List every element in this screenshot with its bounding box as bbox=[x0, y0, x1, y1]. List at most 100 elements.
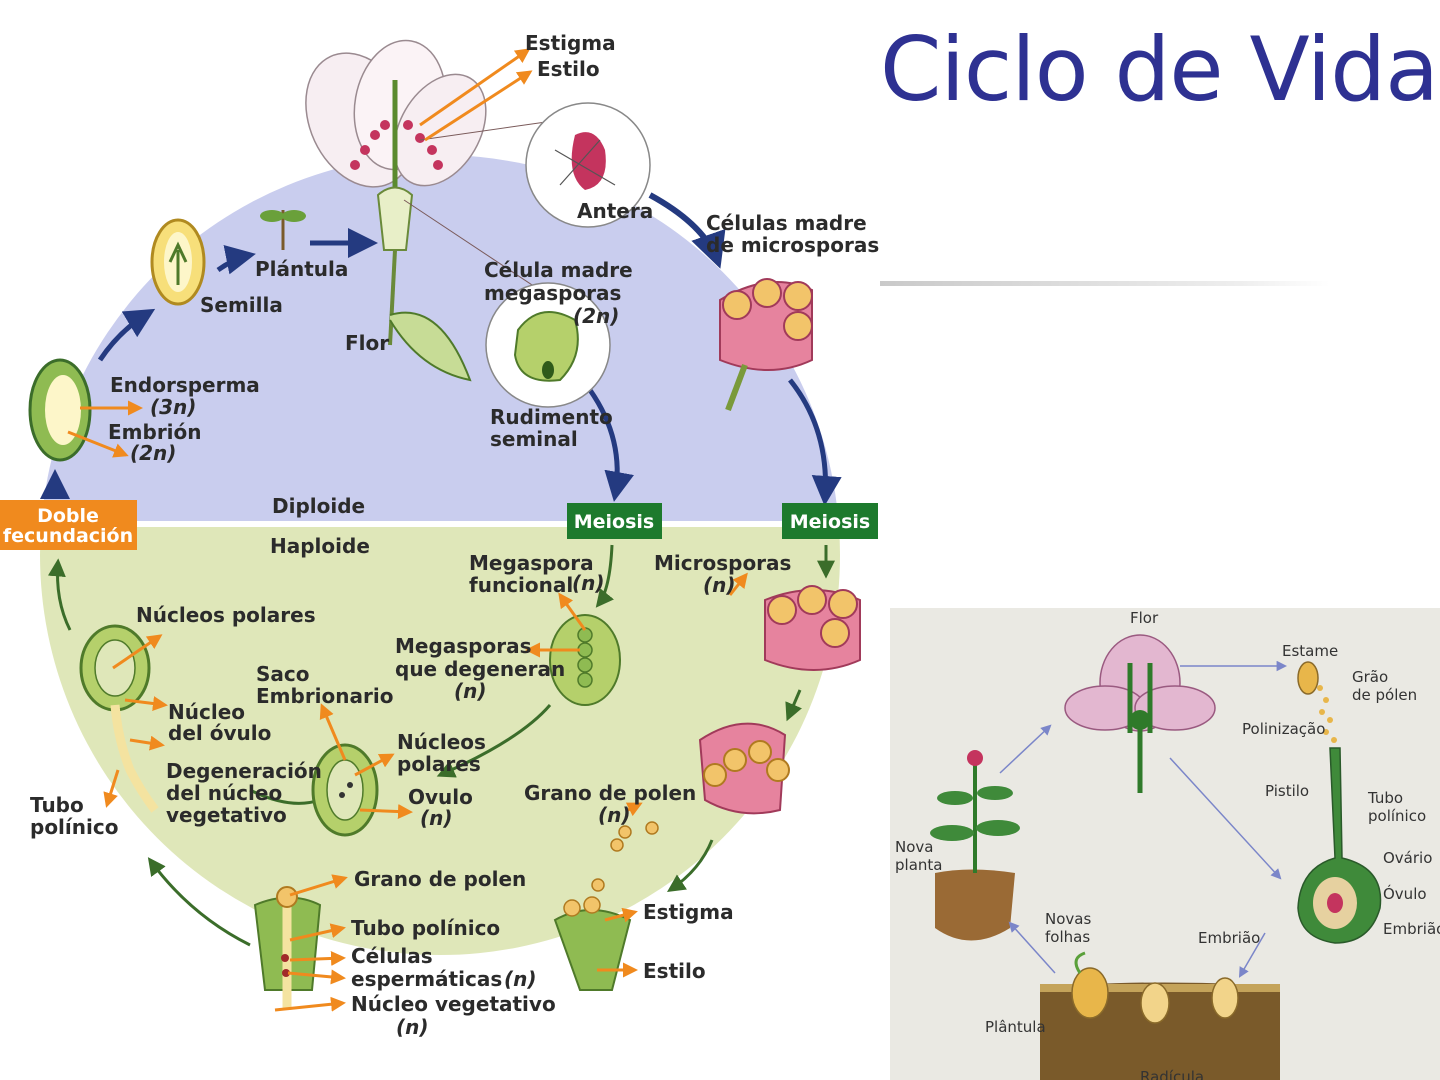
inset-label-novas-folhas-1: Novas bbox=[1045, 910, 1091, 928]
inset-label-nova-planta-1: Nova bbox=[895, 838, 933, 856]
page-title: Ciclo de Vida bbox=[880, 18, 1439, 121]
label-celula-madre-mega-3: (2n) bbox=[573, 304, 619, 328]
cycle-arrow-seed-to-plantula bbox=[216, 245, 256, 275]
label-plantula: Plántula bbox=[255, 257, 348, 281]
diploid-label: Diploide bbox=[272, 494, 365, 518]
label-celulas-madre-1: Células madre bbox=[706, 211, 867, 235]
label-degeneracion-2: del núcleo bbox=[166, 781, 282, 805]
label-megasporas-degeneran-n: (n) bbox=[454, 679, 487, 703]
inset-seeds-illustration bbox=[1071, 951, 1239, 1024]
haploid-arrow-to-stigma bbox=[667, 839, 714, 892]
inset-label-pistilo: Pistilo bbox=[1265, 782, 1309, 800]
label-rudimento-2: seminal bbox=[490, 427, 578, 451]
inset-label-flor: Flor bbox=[1130, 609, 1159, 627]
inset-label-embriao-right: Embrião bbox=[1383, 920, 1440, 938]
pollen-tube-illustration bbox=[253, 886, 322, 1010]
label-nucleo-ovulo-1: Núcleo bbox=[168, 700, 245, 724]
label-degeneracion-3: vegetativo bbox=[166, 803, 287, 827]
label-endosperma-n: (3n) bbox=[150, 395, 196, 419]
cycle-arrow-to-meiosis-right bbox=[788, 378, 842, 506]
inset-arrows bbox=[999, 660, 1288, 978]
label-celulas-madre-2: de microsporas bbox=[706, 233, 879, 257]
inset-life-cycle-diagram: Flor Estame Grão de pólen Polinização Pi… bbox=[890, 608, 1440, 1080]
haploid-label: Haploide bbox=[270, 534, 370, 558]
label-megasporas-degeneran-1: Megasporas bbox=[395, 634, 532, 658]
label-celulas-esp-1: Células bbox=[351, 944, 433, 968]
title-divider bbox=[880, 281, 1330, 286]
haploid-arrow-to-fertilization bbox=[47, 558, 72, 631]
endosperm-illustration bbox=[28, 358, 92, 462]
label-grano-polen-right: Grano de polen bbox=[524, 781, 696, 805]
inset-label-embriao-mid: Embrião bbox=[1198, 929, 1260, 947]
cycle-arrow-endosperm-to-seed bbox=[97, 308, 156, 362]
haploid-arrow-to-pollen bbox=[785, 689, 802, 722]
cycle-arrow-flower-to-anther bbox=[648, 192, 726, 269]
label-nucleo-vegetativo: Núcleo vegetativo bbox=[351, 992, 556, 1016]
label-tubo-polinico-2: polínico bbox=[30, 815, 118, 839]
label-celulas-esp-n: (n) bbox=[504, 967, 537, 991]
label-ovulo: Ovulo bbox=[408, 785, 473, 809]
ovule-illustration bbox=[485, 282, 611, 408]
fertilization-badge bbox=[0, 500, 137, 550]
label-nucleos-polares-top: Núcleos polares bbox=[136, 603, 316, 627]
haploid-arrow-megaspore bbox=[595, 544, 615, 608]
label-endosperma: Endorsperma bbox=[110, 373, 260, 397]
label-celulas-esp-2: espermáticas bbox=[351, 967, 502, 991]
label-microsporas: Microsporas bbox=[654, 551, 791, 575]
inset-nova-planta-illustration bbox=[930, 750, 1020, 873]
embryo-sac-illustration bbox=[311, 743, 379, 837]
label-degeneracion-1: Degeneración bbox=[166, 759, 322, 783]
inset-label-grao-2: de pólen bbox=[1352, 686, 1417, 704]
label-celula-madre-mega-2: megasporas bbox=[484, 281, 621, 305]
meiosis-label-right: Meiosis bbox=[790, 511, 871, 533]
meiosis-badge-right bbox=[782, 503, 878, 539]
label-nucleo-ovulo-2: del óvulo bbox=[168, 721, 271, 745]
label-celula-madre-mega-1: Célula madre bbox=[484, 258, 633, 282]
label-flor: Flor bbox=[345, 331, 389, 355]
label-embrion-n: (2n) bbox=[130, 441, 176, 465]
anther-illustration bbox=[525, 102, 651, 228]
pollen-release-illustration bbox=[591, 722, 790, 892]
label-antera: Antera bbox=[577, 199, 653, 223]
seed-illustration bbox=[150, 218, 206, 306]
label-embrion: Embrión bbox=[108, 420, 202, 444]
plantula-illustration bbox=[260, 210, 306, 250]
label-tubo-polinico-bottom: Tubo polínico bbox=[351, 916, 500, 940]
microsporangium-illustration bbox=[719, 278, 813, 412]
inset-label-novas-folhas-2: folhas bbox=[1045, 928, 1090, 946]
inset-label-grao-1: Grão bbox=[1352, 668, 1388, 686]
label-megaspora-funcional-1: Megaspora bbox=[469, 551, 594, 575]
meiosis-badge-left bbox=[567, 503, 662, 539]
inset-label-radicula: Radícula bbox=[1140, 1068, 1204, 1080]
main-life-cycle-diagram: Meiosis Meiosis Doble fecundación Diploi… bbox=[0, 31, 880, 1039]
label-tubo-polinico-1: Tubo bbox=[30, 793, 84, 817]
label-nucleo-vegetativo-n: (n) bbox=[396, 1015, 429, 1039]
label-estigma-bottom: Estigma bbox=[643, 900, 734, 924]
inset-label-ovulo: Óvulo bbox=[1383, 884, 1427, 903]
label-nucleos-polares-1: Núcleos bbox=[397, 730, 486, 754]
label-saco-2: Embrionario bbox=[256, 684, 393, 708]
label-nucleos-polares-2: polares bbox=[397, 752, 481, 776]
region-divider bbox=[40, 521, 880, 527]
label-grano-polen-bottom: Grano de polen bbox=[354, 867, 526, 891]
inset-label-polinizacao: Polinização bbox=[1242, 720, 1325, 738]
diagram-labels: Estigma Estilo Antera Células madre de m… bbox=[30, 31, 879, 1039]
label-megaspora-funcional-n: (n) bbox=[572, 571, 605, 595]
inset-pistil-illustration bbox=[1297, 747, 1382, 944]
inset-label-tubo-1: Tubo bbox=[1367, 789, 1403, 807]
microspores-illustration bbox=[764, 585, 861, 671]
label-semilla: Semilla bbox=[200, 293, 283, 317]
inset-nova-planta-roots bbox=[935, 869, 1015, 941]
inset-label-tubo-2: polínico bbox=[1368, 807, 1426, 825]
label-saco-1: Saco bbox=[256, 662, 310, 686]
label-ovulo-n: (n) bbox=[420, 806, 453, 830]
label-megasporas-degeneran-2: que degeneran bbox=[395, 657, 565, 681]
inset-label-estame: Estame bbox=[1282, 642, 1338, 660]
label-megaspora-funcional-2: funcional bbox=[469, 573, 573, 597]
meiosis-label-left: Meiosis bbox=[574, 511, 655, 533]
label-rudimento-1: Rudimento bbox=[490, 405, 613, 429]
haploid-arrow-bottom-left bbox=[147, 857, 251, 947]
label-grano-polen-right-n: (n) bbox=[598, 803, 631, 827]
inset-label-plantula: Plântula bbox=[985, 1018, 1046, 1036]
haploid-region bbox=[40, 525, 840, 955]
